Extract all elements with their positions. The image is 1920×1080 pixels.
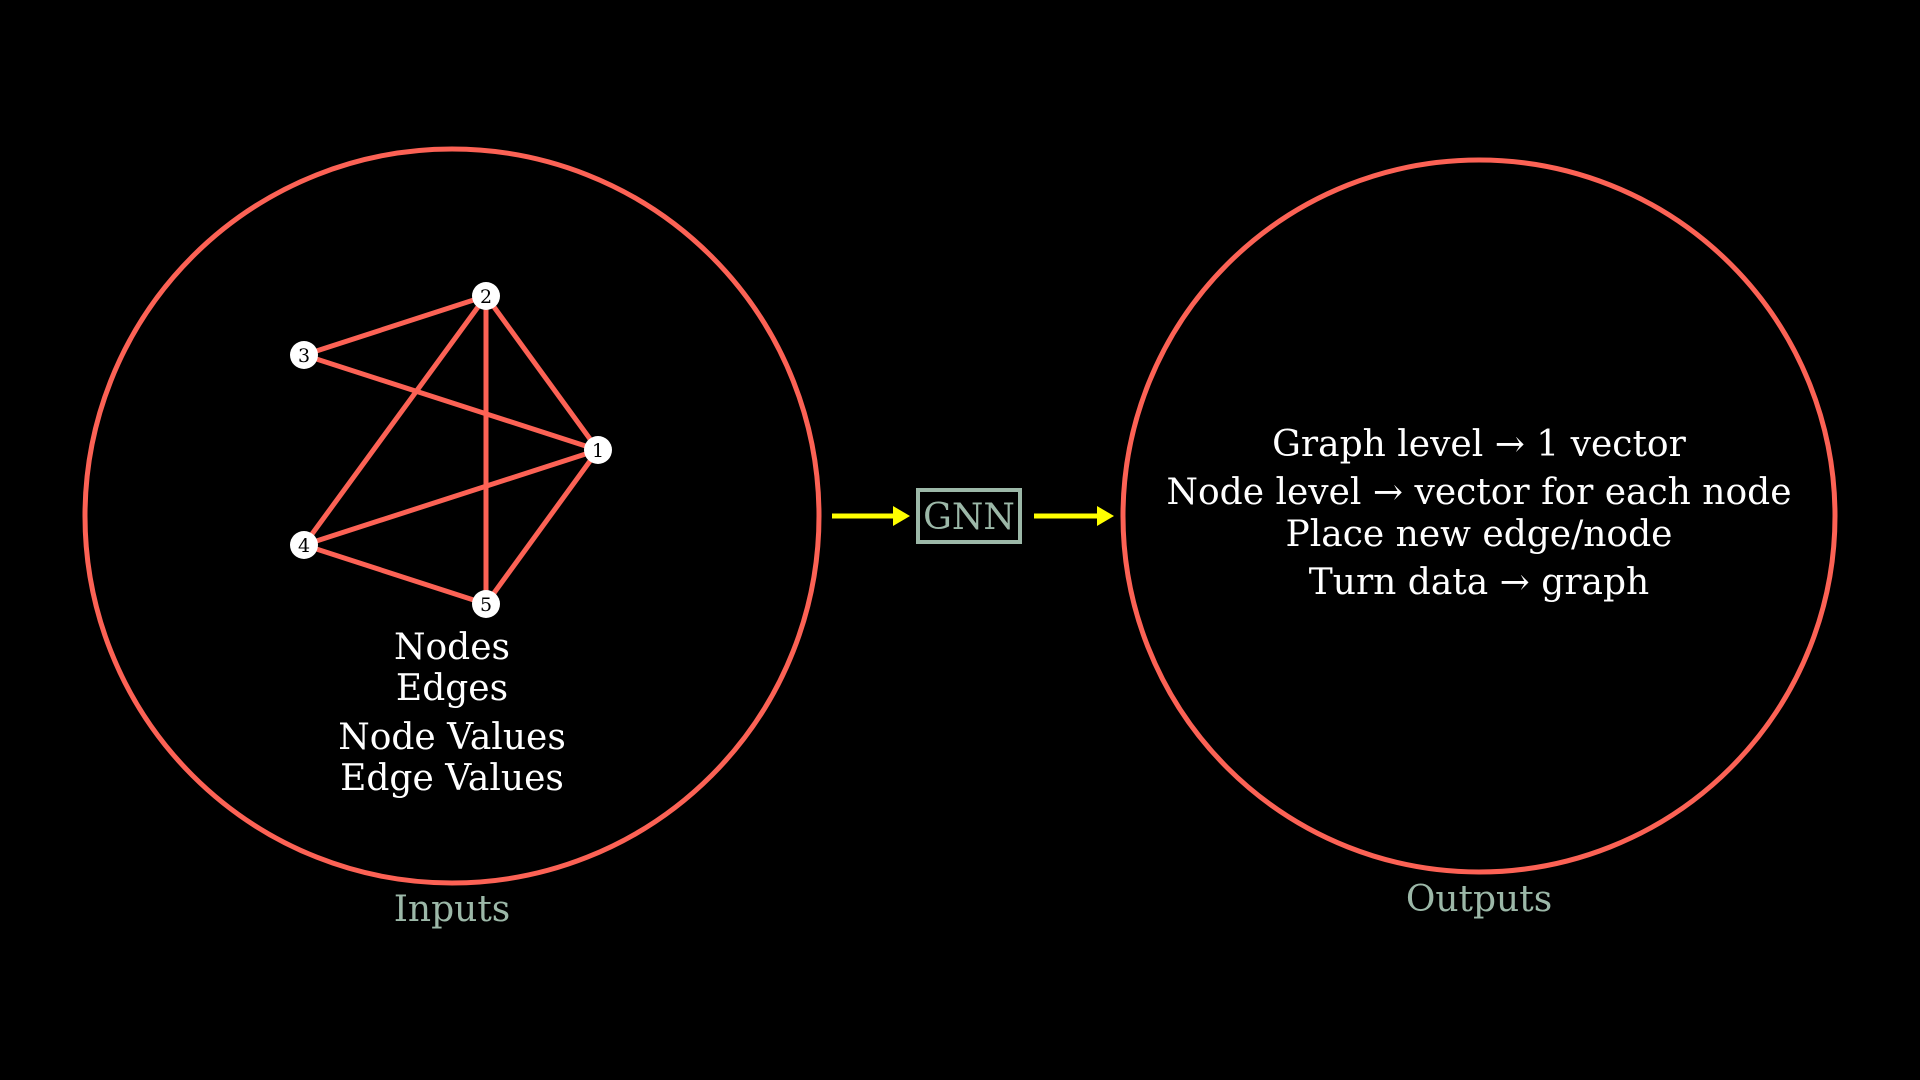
gnn-box xyxy=(916,488,1022,544)
graph-node-circle xyxy=(472,590,500,618)
graph-node-label: 4 xyxy=(298,535,310,557)
outputs-line-node-level: Node level → vector for each node xyxy=(1166,472,1791,513)
graph-node-circle xyxy=(290,341,318,369)
graph-node-label: 3 xyxy=(298,345,310,367)
graph-node-1: 1 xyxy=(584,436,612,464)
inputs-line-edge-values: Edge Values xyxy=(340,758,564,799)
graph-node-3: 3 xyxy=(290,341,318,369)
graph-edge-2-4 xyxy=(301,294,489,547)
graph-node-circle xyxy=(472,282,500,310)
graph-node-label: 5 xyxy=(480,594,492,616)
outputs-line-graph-level: Graph level → 1 vector xyxy=(1272,424,1686,465)
arrow-gnn-to-outputs xyxy=(1034,506,1114,526)
inputs-line-node-values: Node Values xyxy=(338,717,566,758)
graph-edge-4-5 xyxy=(303,542,487,607)
graph-edge-2-1 xyxy=(483,294,601,452)
outputs-text: Graph level → 1 vector Node level → vect… xyxy=(1166,424,1791,603)
graph-edge-4-1 xyxy=(303,447,599,548)
gnn-label: GNN xyxy=(923,497,1015,538)
inputs-circle xyxy=(82,146,822,886)
graph-edge-5-1 xyxy=(483,448,601,606)
graph-node-circle xyxy=(290,531,318,559)
graph-node-circle xyxy=(584,436,612,464)
graph-node-label: 1 xyxy=(592,440,604,462)
graph-node-2: 2 xyxy=(472,282,500,310)
inputs-text: Nodes Edges Node Values Edge Values xyxy=(338,627,566,799)
graph-edge-3-1 xyxy=(303,352,599,453)
outputs-circle xyxy=(1120,157,1838,875)
outputs-line-new-edge-node: Place new edge/node xyxy=(1286,514,1673,555)
graph-edge-3-2 xyxy=(303,293,487,358)
graph-nodes: 1 2 3 4 5 xyxy=(290,282,612,618)
arrow-inputs-to-gnn xyxy=(832,506,910,526)
graph-node-5: 5 xyxy=(472,590,500,618)
inputs-caption: Inputs xyxy=(394,889,511,930)
outputs-caption: Outputs xyxy=(1406,879,1552,920)
graph-edges xyxy=(301,293,601,607)
graph-node-label: 2 xyxy=(480,286,492,308)
inputs-line-nodes: Nodes xyxy=(394,627,510,668)
outputs-line-turn-data: Turn data → graph xyxy=(1309,562,1649,603)
graph-node-4: 4 xyxy=(290,531,318,559)
inputs-line-edges: Edges xyxy=(396,668,508,709)
